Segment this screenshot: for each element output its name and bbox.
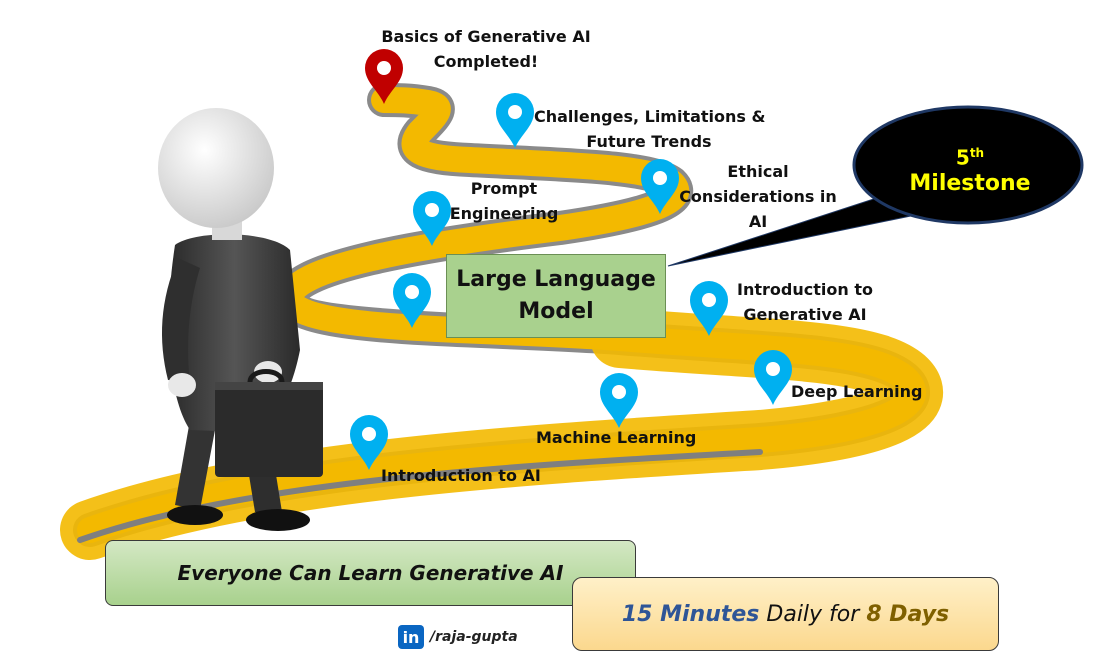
label-basics-line2: Completed! <box>433 52 539 71</box>
label-machine-learning: Machine Learning <box>536 428 697 447</box>
label-deep-learning: Deep Learning <box>791 382 923 401</box>
label-intro-genai-line1: Introduction to <box>737 280 873 299</box>
pin-intro-genai <box>690 281 728 336</box>
author-credit: in /raja-gupta <box>398 624 518 650</box>
pin-llm <box>393 273 431 328</box>
label-intro-ai: Introduction to AI <box>381 466 541 485</box>
pin-intro-ai <box>350 415 388 470</box>
label-basics-line1: Basics of Generative AI <box>381 27 591 46</box>
banner-daily-for: Daily for <box>759 601 867 627</box>
pin-deep-learning <box>754 350 792 405</box>
author-handle[interactable]: /raja-gupta <box>430 629 518 645</box>
llm-box: Large Language Model <box>446 254 666 338</box>
label-ethical: Ethical Considerations in AI <box>668 159 848 234</box>
milestone-callout-text: 5th Milestone <box>860 115 1080 225</box>
pin-ethical <box>641 159 679 214</box>
milestone-number: 5th <box>955 145 985 170</box>
label-ethical-line2: Considerations in <box>679 187 837 206</box>
label-prompt-engineering: Prompt Engineering <box>446 176 562 226</box>
label-ethical-line3: AI <box>748 212 768 231</box>
llm-line2: Model <box>518 299 594 324</box>
milestone-callout <box>667 105 1084 267</box>
linkedin-icon: in <box>398 625 424 649</box>
label-challenges: Challenges, Limitations & Future Trends <box>534 104 766 154</box>
label-prompt-line1: Prompt <box>470 179 538 198</box>
label-prompt-line2: Engineering <box>449 204 559 223</box>
banner-days: 8 Days <box>866 601 950 627</box>
llm-line1: Large Language <box>456 267 656 292</box>
pin-machine-learning <box>600 373 638 428</box>
pin-basics-completed <box>365 49 403 104</box>
label-intro-genai: Introduction to Generative AI <box>732 277 878 327</box>
milestone-word: Milestone <box>909 171 1031 197</box>
label-challenges-line2: Future Trends <box>586 132 712 151</box>
businessman-figure <box>158 108 323 531</box>
banner-daily-schedule: 15 Minutes Daily for 8 Days <box>572 577 999 651</box>
label-intro-genai-line2: Generative AI <box>743 305 867 324</box>
banner-everyone-can-learn: Everyone Can Learn Generative AI <box>105 540 636 606</box>
pin-challenges <box>496 93 534 148</box>
label-ethical-line1: Ethical <box>727 162 789 181</box>
pin-prompt-engineering <box>413 191 451 246</box>
label-basics-completed: Basics of Generative AI Completed! <box>379 24 593 74</box>
banner-minutes: 15 Minutes <box>621 601 760 627</box>
label-challenges-line1: Challenges, Limitations & <box>534 107 766 126</box>
